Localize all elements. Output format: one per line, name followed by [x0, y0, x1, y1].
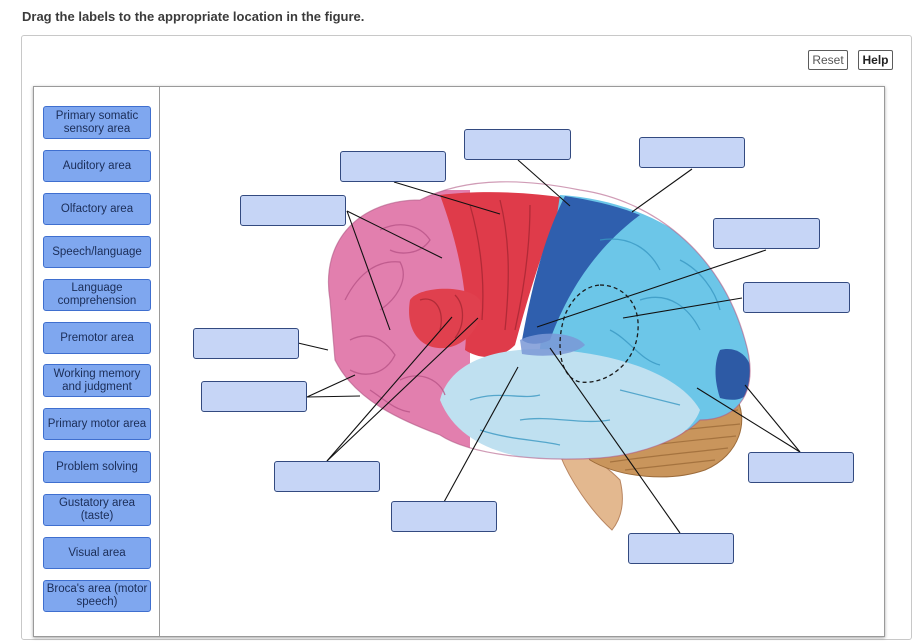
label-chip-auditory-area[interactable]: Auditory area	[43, 150, 151, 182]
drop-target-box[interactable]	[743, 282, 850, 313]
drop-target-box[interactable]	[464, 129, 571, 160]
drop-target-box[interactable]	[748, 452, 854, 483]
drop-target-box[interactable]	[713, 218, 820, 249]
label-chip-premotor-area[interactable]: Premotor area	[43, 322, 151, 354]
label-chip-working-memory[interactable]: Working memory and judgment	[43, 364, 151, 397]
frontal-gyri	[344, 224, 446, 413]
gustatory-region	[520, 333, 585, 356]
drop-target-box[interactable]	[201, 381, 307, 412]
label-chip-primary-motor-area[interactable]: Primary motor area	[43, 408, 151, 440]
parietal-gyri	[469, 238, 721, 446]
sensory-cortex-region	[522, 196, 640, 344]
motor-gyri	[419, 199, 531, 339]
drop-target-box[interactable]	[274, 461, 380, 492]
label-chip-language-comprehension[interactable]: Language comprehension	[43, 279, 151, 311]
label-chip-visual-area[interactable]: Visual area	[43, 537, 151, 569]
label-chip-brocas-area[interactable]: Broca's area (motor speech)	[43, 580, 151, 612]
instructions-text: Drag the labels to the appropriate locat…	[22, 9, 365, 24]
drop-target-box[interactable]	[639, 137, 745, 168]
label-chip-olfactory-area[interactable]: Olfactory area	[43, 193, 151, 225]
leader-lines	[297, 159, 801, 534]
label-chip-problem-solving[interactable]: Problem solving	[43, 451, 151, 483]
reset-button[interactable]: Reset	[808, 50, 848, 70]
drop-target-box[interactable]	[240, 195, 346, 226]
help-button[interactable]: Help	[858, 50, 893, 70]
label-chip-gustatory-area[interactable]: Gustatory area (taste)	[43, 494, 151, 526]
wernicke-dashed-outline	[559, 284, 639, 383]
label-chip-primary-somatic-sensory-area[interactable]: Primary somatic sensory area	[43, 106, 151, 139]
temporal-lobe-region	[440, 349, 700, 460]
brain-outline	[328, 181, 751, 460]
label-bank	[33, 86, 160, 637]
label-chip-speech-language[interactable]: Speech/language	[43, 236, 151, 268]
drop-target-box[interactable]	[340, 151, 446, 182]
brocas-region	[409, 288, 481, 349]
drop-target-box[interactable]	[628, 533, 734, 564]
occipital-region	[715, 349, 750, 400]
drop-target-box[interactable]	[193, 328, 299, 359]
drop-target-box[interactable]	[391, 501, 497, 532]
